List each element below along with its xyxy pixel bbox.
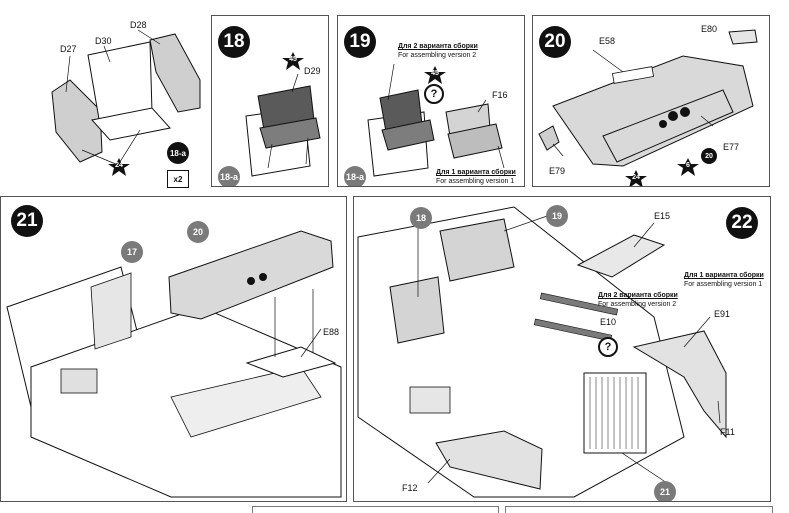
- step-20-illustration: [538, 29, 758, 167]
- version-2-title: Для 2 варианта сборки: [398, 43, 478, 50]
- star-marker-24: 24: [625, 170, 647, 186]
- label-e88: E88: [323, 327, 340, 337]
- version-1-sub: For assembling version 1: [684, 281, 763, 288]
- version-1-note: Для 1 варианта сборки For assembling ver…: [436, 168, 516, 186]
- ref-step-18a: 18-a: [344, 166, 366, 186]
- panel-step-19: 19 Для 2 варианта сборки For assembling …: [337, 15, 525, 187]
- step-number: 20: [539, 26, 571, 58]
- version-2-sub: For assembling version 2: [398, 52, 477, 59]
- label-e77: E77: [723, 142, 740, 152]
- label-d27: D27: [60, 44, 77, 54]
- step-number: 22: [726, 207, 758, 239]
- label-e79: E79: [549, 166, 566, 176]
- step-18-illustration: [245, 73, 321, 177]
- bottom-frame-left: [252, 506, 499, 513]
- label-e15: E15: [654, 211, 671, 221]
- star-marker-45: 45: [282, 52, 304, 70]
- star-marker-6: 6: [677, 158, 699, 176]
- version-2-title: Для 2 варианта сборки: [598, 292, 678, 299]
- version-1-title: Для 1 варианта сборки: [684, 272, 764, 279]
- step-21-illustration: [6, 230, 342, 498]
- label-e58: E58: [599, 36, 616, 46]
- question-icon: ?: [598, 337, 618, 357]
- label-d30: D30: [95, 36, 112, 46]
- version-2-note: Для 2 варианта сборки For assembling ver…: [598, 291, 678, 309]
- label-e10: E10: [600, 317, 617, 327]
- bottom-frame-right: [505, 506, 773, 513]
- label-d29: D29: [304, 66, 321, 76]
- ref-step-18a: 18-a: [167, 142, 189, 164]
- label-e80: E80: [701, 24, 718, 34]
- label-f16: F16: [492, 90, 508, 100]
- label-d28: D28: [130, 20, 147, 30]
- star-marker-24: 24: [108, 158, 130, 176]
- ref-step-19: 19: [546, 205, 568, 227]
- step-number: 18: [218, 26, 250, 58]
- step-19-illustration: [367, 63, 505, 177]
- panel-step-21: 21 17 20 E88: [0, 196, 347, 502]
- version-1-note: Для 1 варианта сборки For assembling ver…: [684, 271, 764, 289]
- version-1-sub: For assembling version 1: [436, 178, 515, 185]
- ref-step-18a: 18-a: [218, 166, 240, 186]
- version-1-title: Для 1 варианта сборки: [436, 169, 516, 176]
- seat-parts-illustration: [51, 29, 201, 166]
- intro-seat-assembly: D27 D30 D28 24 18-a x2: [0, 0, 205, 190]
- version-2-sub: For assembling version 2: [598, 301, 677, 308]
- ref-step-20: 20: [701, 148, 717, 164]
- ref-step-18: 18: [410, 207, 432, 229]
- ref-step-17: 17: [121, 241, 143, 263]
- panel-step-22: 22 18 19 21 E15: [353, 196, 771, 502]
- label-f12: F12: [402, 483, 418, 493]
- ref-step-21: 21: [654, 481, 676, 501]
- step-number: 19: [344, 26, 376, 58]
- version-2-note: Для 2 варианта сборки For assembling ver…: [398, 42, 478, 60]
- star-marker-45: 45: [424, 66, 446, 84]
- label-f11: F11: [720, 427, 735, 437]
- label-e91: E91: [714, 309, 731, 319]
- step-22-illustration: [357, 206, 727, 498]
- question-icon: ?: [424, 84, 444, 104]
- multiplier-box: x2: [167, 170, 189, 188]
- panel-step-20: 20 E80 E58 E77 E79 24 6 20: [532, 15, 770, 187]
- panel-step-18: 18 D29 45 18-a: [211, 15, 329, 187]
- ref-step-20: 20: [187, 221, 209, 243]
- step-number: 21: [11, 205, 43, 237]
